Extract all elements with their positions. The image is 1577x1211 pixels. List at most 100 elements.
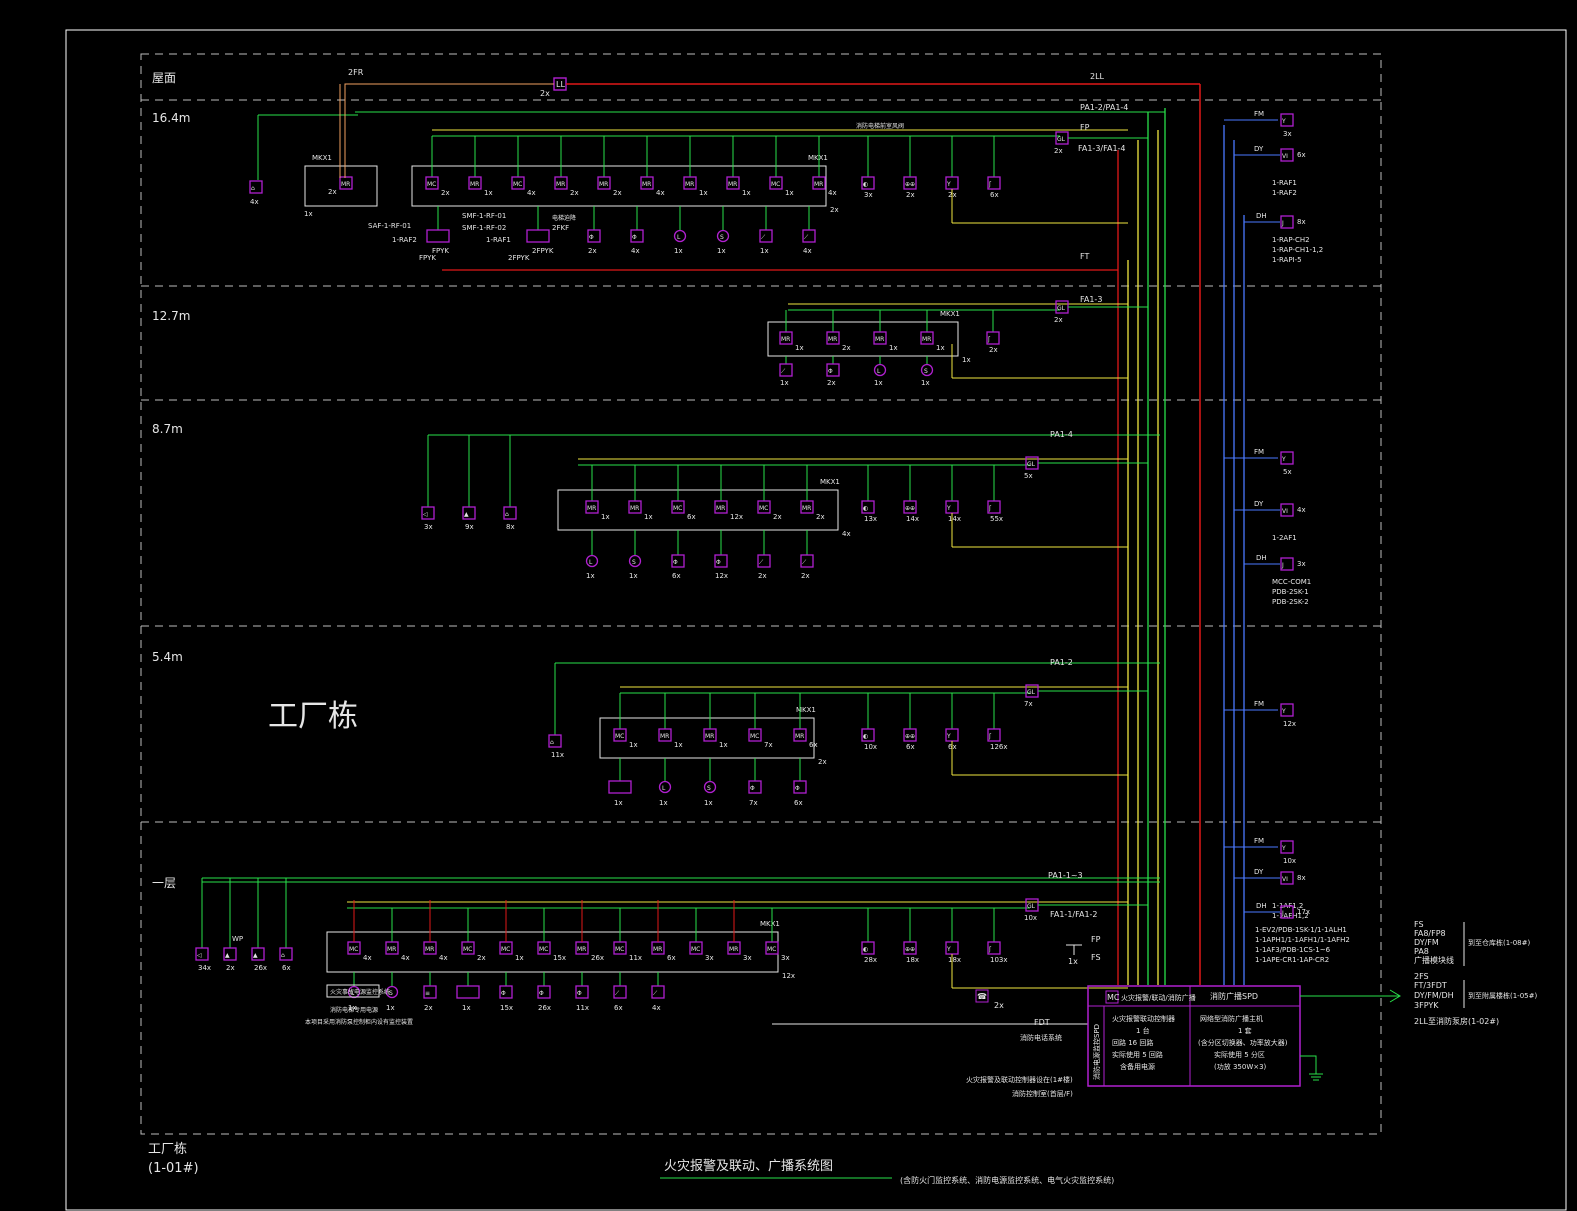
module-box-label: MKX1	[808, 154, 828, 162]
device-box	[987, 500, 1001, 514]
device-symbol: MC	[767, 946, 776, 953]
bus-fa112-label: FA1-1/FA1-2	[1050, 910, 1098, 919]
dy-label: DY	[1254, 868, 1264, 876]
device-symbol: ⟋	[615, 990, 620, 997]
device-symbol: L	[677, 234, 681, 241]
device-symbol: Y	[1281, 118, 1286, 125]
dh-count: 8x	[1297, 218, 1306, 226]
device-box	[1280, 557, 1294, 571]
device-symbol: ʃ	[988, 946, 992, 953]
legend-g2-2: DY/FM/DH	[1414, 991, 1454, 1000]
floor-row-2: MKX14xGL5xMR1xMR1xMC6xMR12xMC2xMR2xL1xS1…	[421, 434, 1160, 580]
module-count: 4x	[401, 954, 410, 962]
panel-side-label: 消防电源监控SPD	[1092, 1024, 1101, 1080]
device-symbol: S	[632, 559, 636, 566]
device-symbol: ⊕⊕	[905, 505, 915, 512]
module-box-count: 1x	[962, 356, 971, 364]
right-device: ⊕⊕	[903, 500, 917, 514]
drawing-title: 火灾报警及联动、广播系统图	[664, 1158, 833, 1174]
device-box	[423, 985, 437, 999]
below-count: 2x	[424, 1004, 433, 1012]
panel-mc-box: MC	[1107, 993, 1120, 1002]
device-symbol: ⟋	[804, 234, 809, 241]
left-count: 3x	[424, 523, 433, 531]
left-count: 2x	[226, 964, 235, 972]
device-box	[779, 331, 793, 345]
gl-count: 10x	[1024, 914, 1037, 922]
module-mr: MR	[554, 176, 568, 190]
device-box	[1280, 703, 1294, 717]
floor-label-1: 16.4m	[152, 111, 190, 125]
floor-divider-lines	[141, 99, 1381, 823]
module-mr: MR	[423, 941, 437, 955]
device-symbol: ⟋	[761, 234, 766, 241]
device-symbol: MC	[463, 946, 472, 953]
below-device-l: L	[673, 229, 687, 243]
legend-g1-3: PA8	[1414, 947, 1429, 956]
below-device: Φ	[499, 985, 513, 999]
below-count: 1x	[629, 572, 638, 580]
device-box	[671, 554, 685, 568]
module-mr: MR	[651, 941, 665, 955]
module-box-count: 2x	[818, 758, 827, 766]
device-symbol: MR	[660, 733, 669, 740]
device-symbol: Φ	[577, 990, 582, 997]
device-symbol: MR	[587, 505, 596, 512]
module-count: 1x	[785, 189, 794, 197]
module-mr: MR	[703, 728, 717, 742]
left-device: ▲	[462, 506, 476, 520]
dh-count: 3x	[1297, 560, 1306, 568]
floor-row-3: MKX12xGL7xMC1xMR1xMR1xMC7xMR6x1xL1xS1xΦ7…	[548, 662, 1160, 807]
bus-2fr-label: 2FR	[348, 68, 364, 77]
below-device-s: S	[385, 985, 399, 999]
device-symbol: MC	[501, 946, 510, 953]
bus-fdt-label: FDT	[1034, 1018, 1050, 1027]
module-count: 4x	[828, 189, 837, 197]
drawing-subtitle: (含防火门监控系统、消防电源监控系统、电气火灾监控系统)	[900, 1175, 1114, 1185]
below-device: Φ	[826, 363, 840, 377]
device-box	[987, 176, 1001, 190]
module-box	[599, 717, 815, 759]
fm-label: FM	[1254, 837, 1264, 845]
module-mr: MR	[628, 500, 642, 514]
below-count: FPYK	[432, 247, 449, 255]
module-mc: MC	[461, 941, 475, 955]
dh-tag: MCC-COM1	[1272, 578, 1311, 586]
dy-count: 6x	[1297, 151, 1306, 159]
device-box	[468, 176, 482, 190]
module-mc: MC	[537, 941, 551, 955]
module-box	[411, 165, 827, 207]
device-box	[987, 728, 1001, 742]
device-symbol: MR	[875, 336, 884, 343]
module-mr: MR	[779, 331, 793, 345]
device-box	[511, 176, 525, 190]
right-device: ʃ	[987, 176, 1001, 190]
right-count: 6x	[906, 743, 915, 751]
module-count: 4x	[656, 189, 665, 197]
device-symbol: MR	[705, 733, 714, 740]
module-mc: MC	[689, 941, 703, 955]
dy-tag: 1-RAF2	[1272, 189, 1297, 197]
note-smf2: SMF-1-RF-02	[462, 224, 506, 232]
device-symbol: MR	[341, 181, 350, 188]
below-device: ⟋	[759, 229, 773, 243]
device-symbol: MC	[349, 946, 358, 953]
right-count: 3x	[864, 191, 873, 199]
control-panel: MC 火灾报警/联动/消防广播 消防广播SPD 火灾报警联动控制器 1 台 回路…	[966, 935, 1401, 1098]
module-mc: MC	[765, 941, 779, 955]
device-circle	[920, 363, 934, 377]
fm-label: FM	[1254, 700, 1264, 708]
device-box	[812, 176, 826, 190]
device-symbol: MC	[539, 946, 548, 953]
left-speaker-count: 4x	[250, 198, 259, 206]
module-mc: MC	[347, 941, 361, 955]
fm-device: Y	[1280, 703, 1294, 717]
right-count: 18x	[906, 956, 919, 964]
below-count: 1x	[704, 799, 713, 807]
below-device: Φ	[671, 554, 685, 568]
device-box	[861, 176, 875, 190]
device-symbol: ⟋	[802, 559, 807, 566]
note-raf2: 1-RAF2	[392, 236, 417, 244]
below-count: 1x	[717, 247, 726, 255]
